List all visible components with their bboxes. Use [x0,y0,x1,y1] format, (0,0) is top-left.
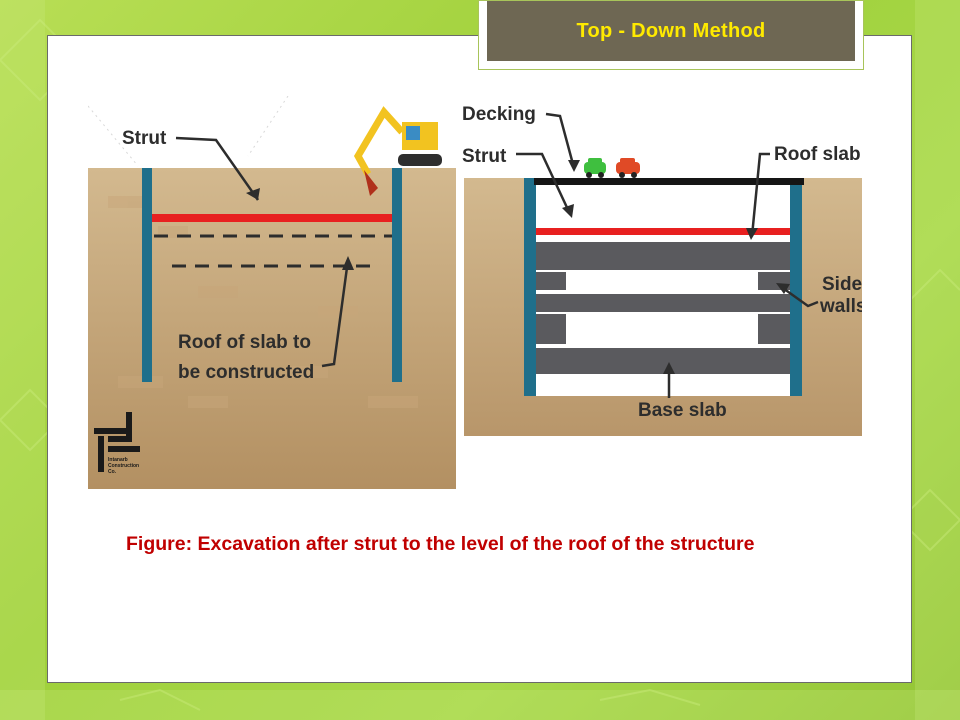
decking-label: Decking [462,104,536,125]
excavator-icon [353,106,442,196]
green-car-icon [584,158,606,178]
slide-title: Top - Down Method [576,19,766,42]
roof-slab [536,242,790,270]
strut-label: Strut [122,128,167,149]
side-wall-block-right-2 [758,314,790,344]
roof-slab-label: Roof slab [774,144,861,165]
logo-text-line3: Co. [108,469,117,475]
intermediate-slab [536,294,790,312]
company-logo [94,412,140,472]
top-down-structure-diagram: Decking Strut Roof slab Side walls Base … [462,96,866,438]
base-slab-label: Base slab [638,400,727,421]
red-car-icon [616,158,640,178]
excavation-diagram-left: Strut Roof of slab to be constructed Int… [87,95,456,489]
side-walls-label-line2: walls [819,296,862,317]
strut-bar [536,228,790,235]
title-box: Top - Down Method [478,0,864,70]
left-side-wall [524,178,536,396]
side-wall-block-left-2 [536,314,566,344]
side-walls-label-line1: Side [822,274,862,295]
left-diaphragm-wall [142,168,152,382]
strut-bar [152,214,392,222]
side-wall-block-left-1 [536,272,566,290]
roof-slab-label-line2: be constructed [178,362,314,383]
logo-text-line1: Intanarb [108,457,128,463]
right-diaphragm-wall [392,168,402,382]
figure-caption: Figure: Excavation after strut to the le… [126,533,755,555]
right-side-wall [790,178,802,396]
title-banner: Top - Down Method [487,1,855,61]
strut-label: Strut [462,146,507,167]
base-slab [536,348,790,374]
roof-slab-label-line1: Roof of slab to [178,332,311,353]
logo-text-line2: Construction [108,463,139,469]
decking-slab [534,178,804,185]
